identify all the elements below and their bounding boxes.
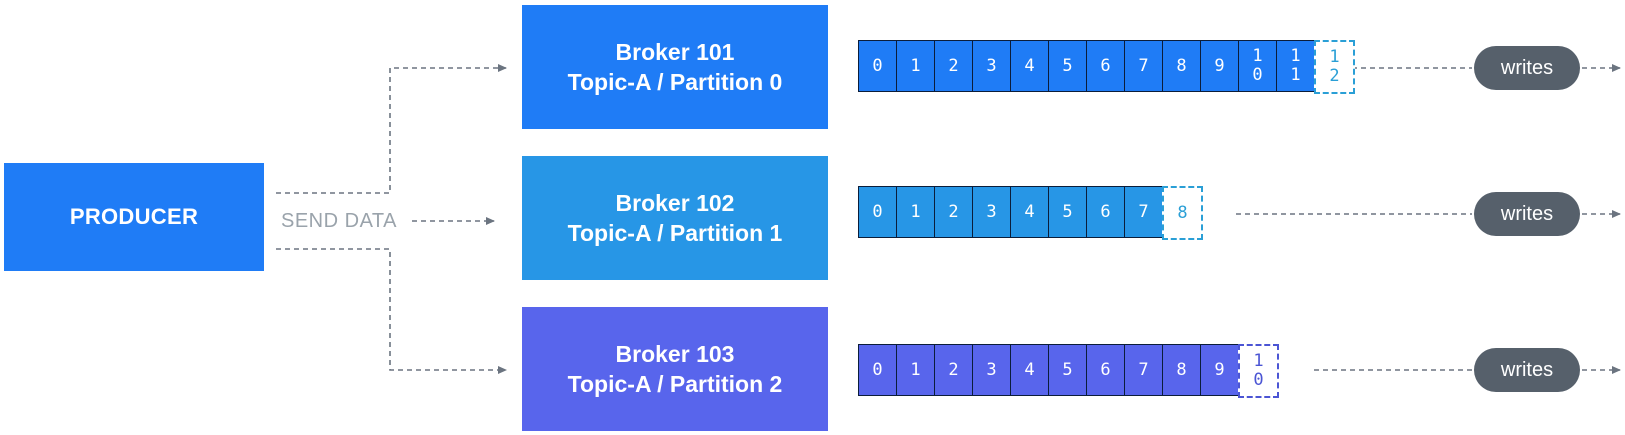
next-offset-cell: 8 [1162, 186, 1203, 240]
writes-pill-1: writes [1474, 192, 1580, 236]
next-offset-cell: 1 0 [1238, 344, 1279, 398]
offset-cell: 3 [972, 40, 1011, 92]
offset-cell: 2 [934, 186, 973, 238]
offset-cell: 4 [1010, 40, 1049, 92]
offset-cell: 1 1 [1276, 40, 1315, 92]
offset-cell: 4 [1010, 186, 1049, 238]
offset-cell: 1 0 [1238, 40, 1277, 92]
offset-cell: 3 [972, 186, 1011, 238]
broker-102-name: Broker 102 [615, 190, 735, 216]
offset-cell: 2 [934, 40, 973, 92]
offset-cell: 0 [858, 40, 897, 92]
next-offset-cell: 1 2 [1314, 40, 1355, 94]
broker-101-name: Broker 101 [615, 39, 735, 65]
offset-cell: 2 [934, 344, 973, 396]
offset-cell: 0 [858, 186, 897, 238]
offset-cell: 7 [1124, 186, 1163, 238]
offset-cell: 5 [1048, 40, 1087, 92]
offset-cell: 6 [1086, 186, 1125, 238]
writes-label: writes [1500, 202, 1554, 225]
offset-cell: 8 [1162, 40, 1201, 92]
producer-label: PRODUCER [69, 204, 199, 229]
broker-103-name: Broker 103 [615, 341, 735, 367]
offset-cell: 8 [1162, 344, 1201, 396]
offset-cell: 5 [1048, 186, 1087, 238]
writes-label: writes [1500, 358, 1554, 381]
broker-101-topic-partition: Topic-A / Partition 0 [567, 69, 783, 95]
offset-cell: 6 [1086, 344, 1125, 396]
offset-cell: 7 [1124, 40, 1163, 92]
offset-cell: 1 [896, 186, 935, 238]
writes-pill-2: writes [1474, 348, 1580, 392]
broker-102-topic-partition: Topic-A / Partition 1 [567, 220, 783, 246]
offset-cell: 7 [1124, 344, 1163, 396]
offset-cell: 5 [1048, 344, 1087, 396]
producer-box: PRODUCER [4, 163, 264, 271]
send-data-label: SEND DATA [279, 210, 399, 233]
broker-103-topic-partition: Topic-A / Partition 2 [567, 371, 783, 397]
broker-101-box: Broker 101 Topic-A / Partition 0 [522, 5, 828, 129]
producer-to-broker-101-arrow [276, 64, 507, 194]
offset-cell: 9 [1200, 40, 1239, 92]
broker-102-box: Broker 102 Topic-A / Partition 1 [522, 156, 828, 280]
offset-cell: 1 [896, 344, 935, 396]
offset-cell: 3 [972, 344, 1011, 396]
offset-cell: 4 [1010, 344, 1049, 396]
offset-cell: 9 [1200, 344, 1239, 396]
writes-pill-0: writes [1474, 46, 1580, 90]
offset-cell: 0 [858, 344, 897, 396]
offset-cell: 1 [896, 40, 935, 92]
writes-label: writes [1500, 56, 1554, 79]
broker-103-box: Broker 103 Topic-A / Partition 2 [522, 307, 828, 431]
producer-to-broker-103-arrow [276, 248, 507, 374]
offset-cell: 6 [1086, 40, 1125, 92]
